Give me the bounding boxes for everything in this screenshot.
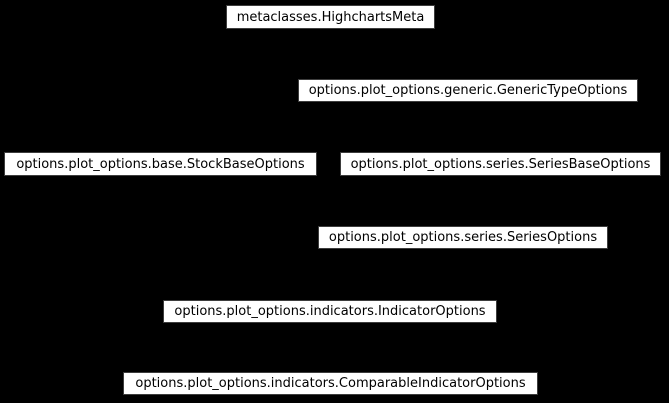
class-node-series-base-options[interactable]: options.plot_options.series.SeriesBaseOp…: [340, 152, 661, 176]
class-node-generic-type-options[interactable]: options.plot_options.generic.GenericType…: [298, 79, 638, 102]
class-node-comparable-indicator-options[interactable]: options.plot_options.indicators.Comparab…: [123, 372, 538, 395]
class-node-highcharts-meta[interactable]: metaclasses.HighchartsMeta: [226, 5, 435, 29]
class-node-indicator-options[interactable]: options.plot_options.indicators.Indicato…: [163, 300, 497, 323]
class-node-stock-base-options[interactable]: options.plot_options.base.StockBaseOptio…: [4, 152, 317, 176]
class-node-series-options[interactable]: options.plot_options.series.SeriesOption…: [318, 226, 608, 249]
